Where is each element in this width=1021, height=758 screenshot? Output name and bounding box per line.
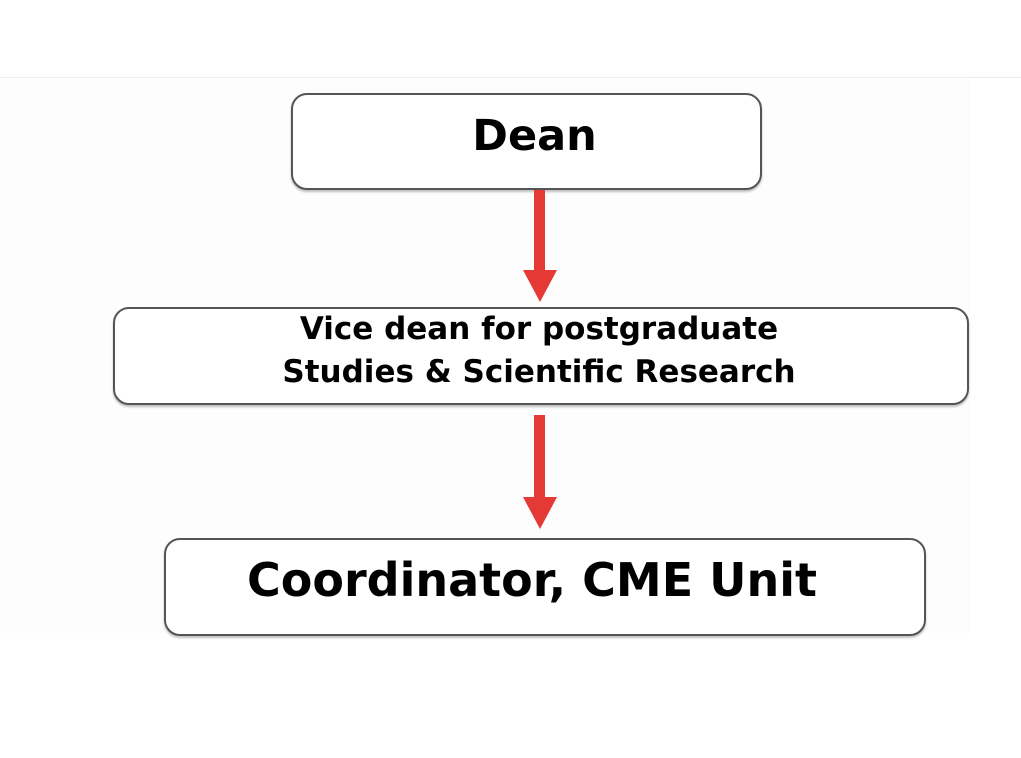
coordinator-label: Coordinator, CME Unit	[247, 553, 817, 607]
vice-dean-box: Vice dean for postgraduate Studies & Sci…	[113, 307, 969, 405]
dean-box: Dean	[291, 93, 762, 190]
coordinator-box: Coordinator, CME Unit	[164, 538, 926, 636]
dean-label: Dean	[472, 110, 597, 161]
arrow-dean-to-vice-dean	[523, 190, 557, 302]
arrow-vice-dean-to-coordinator	[523, 415, 557, 529]
vice-dean-label-line1: Vice dean for postgraduate	[299, 311, 779, 347]
top-divider	[0, 77, 1021, 78]
vice-dean-label-line2: Studies & Scientific Research	[282, 354, 796, 390]
